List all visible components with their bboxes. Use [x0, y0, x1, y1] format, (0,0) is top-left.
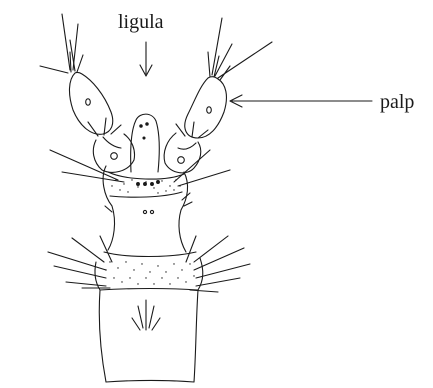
- palp-label: palp: [380, 92, 414, 112]
- ligula-label: ligula: [118, 12, 164, 32]
- right-palp: [164, 18, 272, 173]
- stippled-band-postmentum: [105, 261, 194, 284]
- hair-tuft: [132, 300, 160, 330]
- left-palp: [40, 14, 135, 172]
- ligula: [131, 114, 160, 172]
- prementum: [50, 150, 230, 252]
- postmentum: [48, 236, 250, 382]
- palp-arrow: [230, 95, 372, 107]
- ligula-arrow: [140, 42, 152, 76]
